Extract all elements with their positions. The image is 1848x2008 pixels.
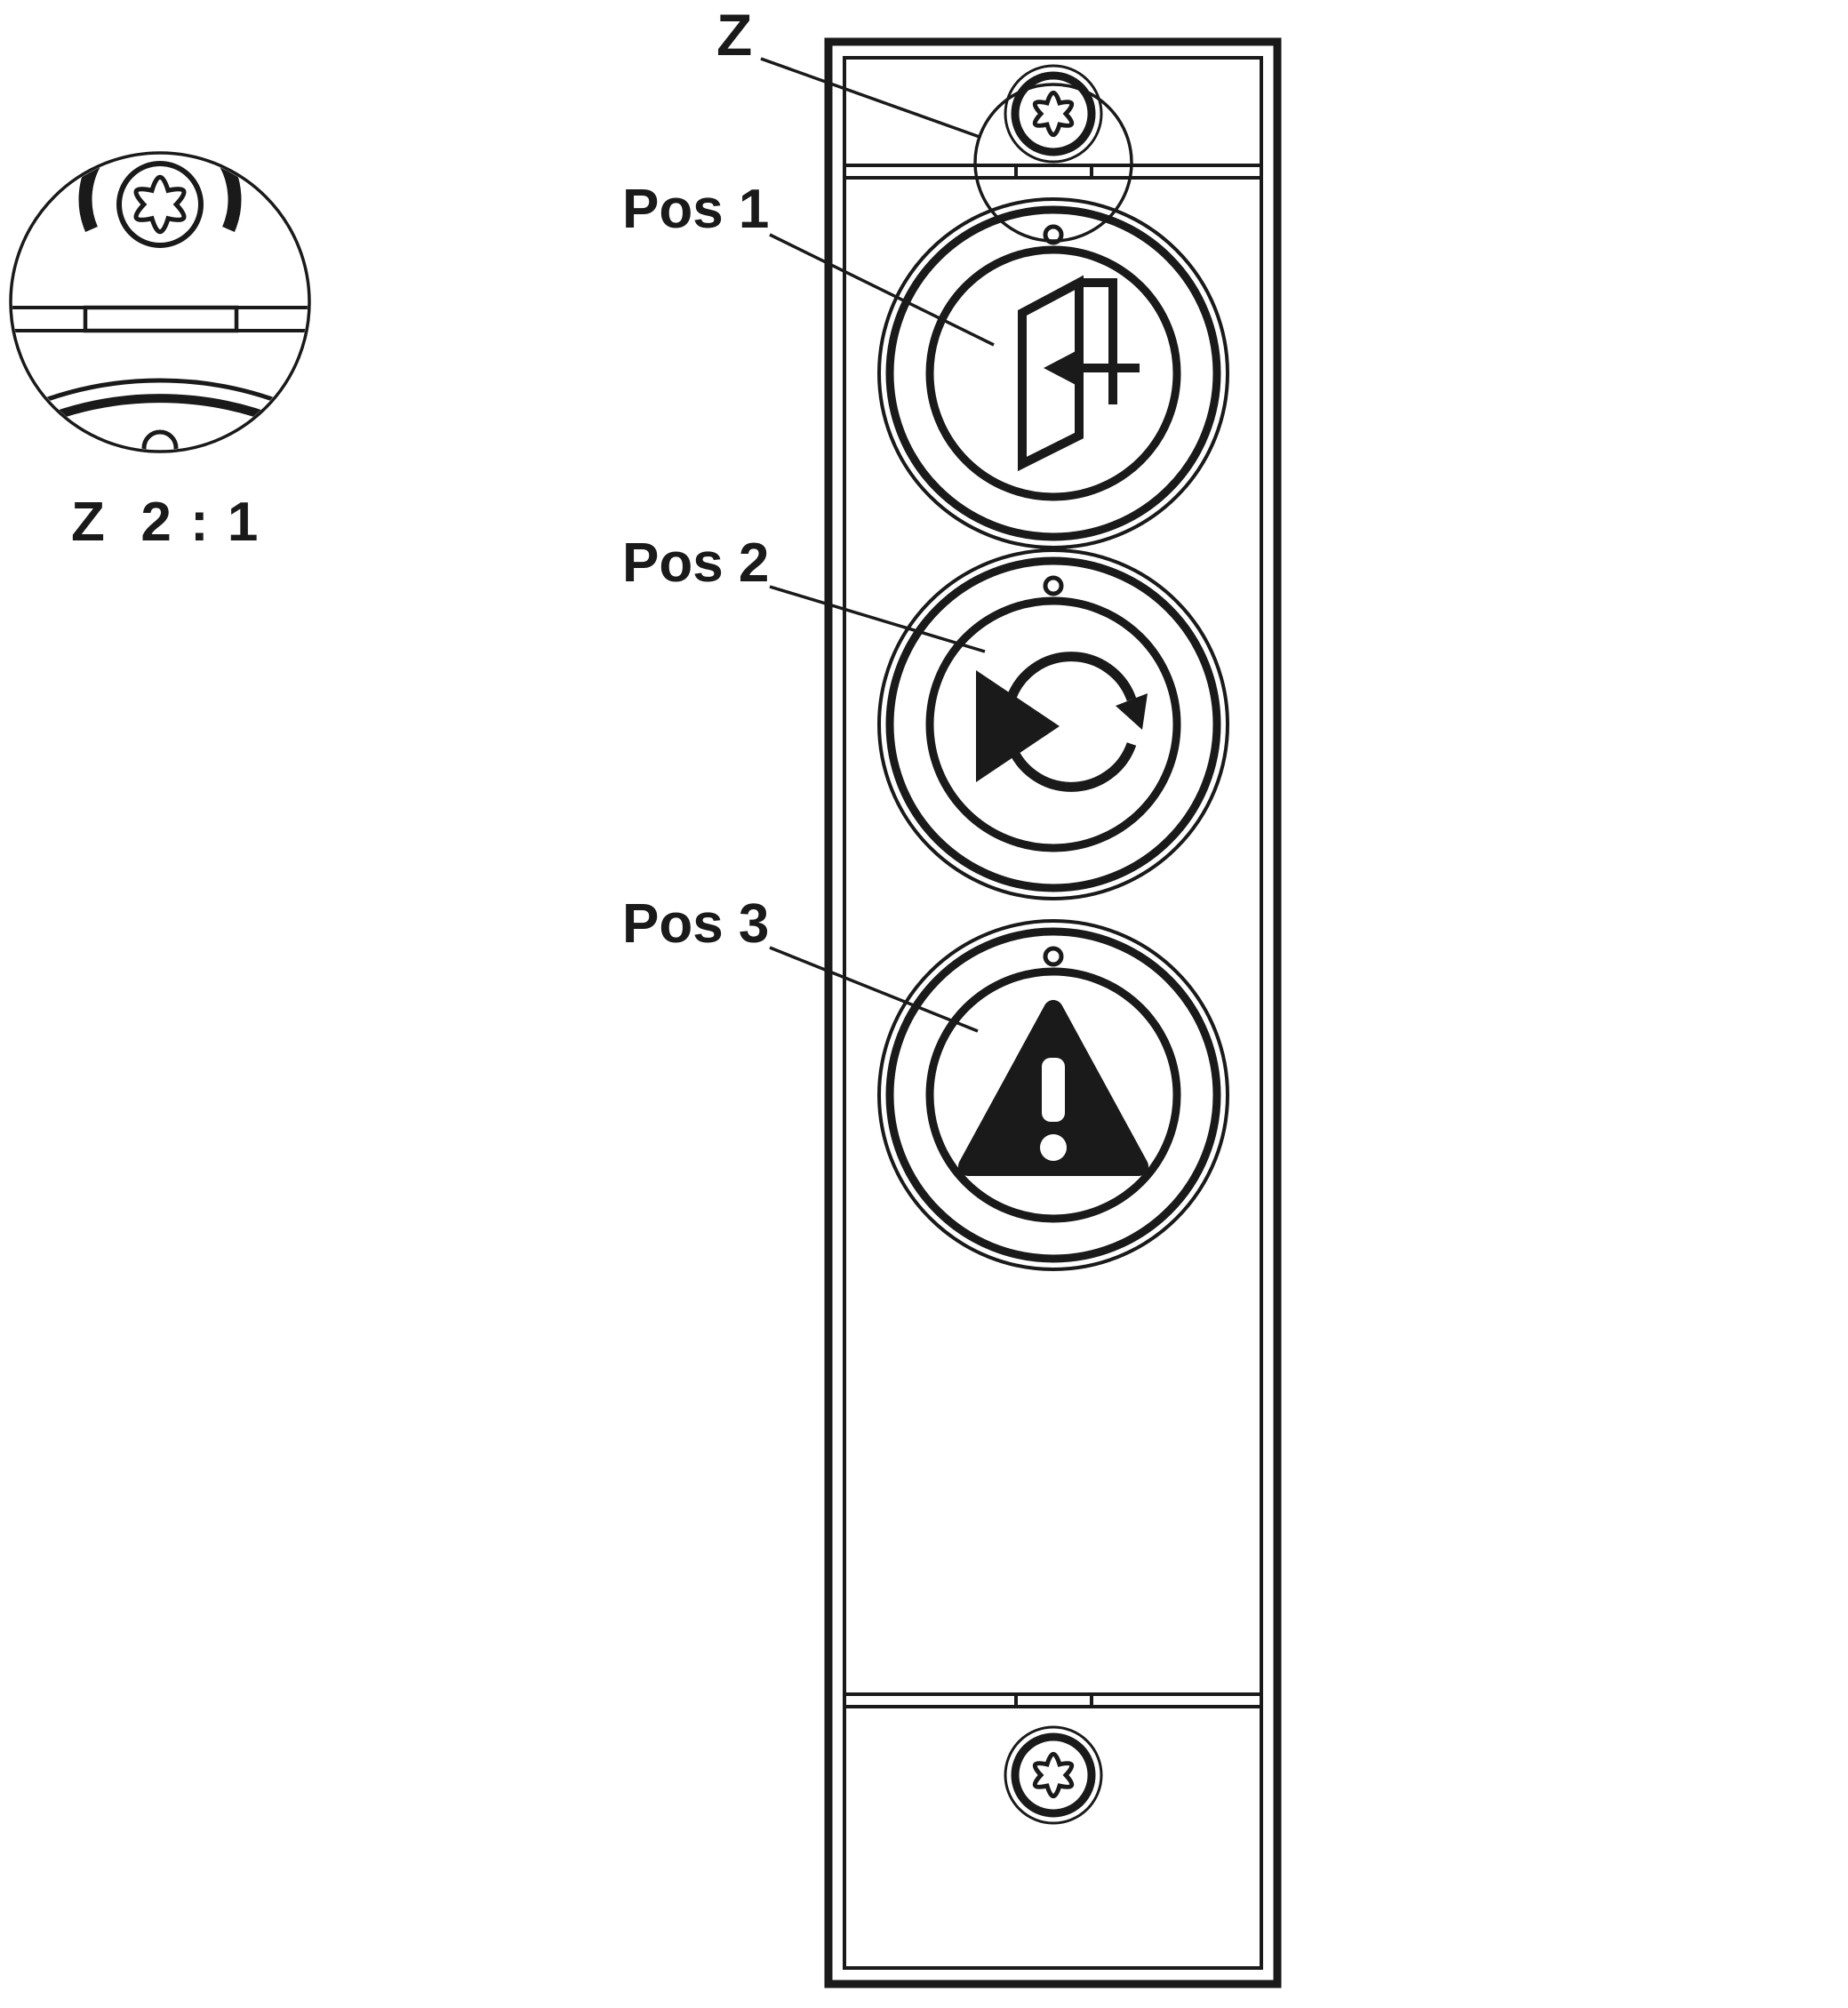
orientation-dot — [1043, 224, 1064, 245]
door-enter-icon — [1018, 275, 1140, 472]
orientation-dot — [1043, 946, 1064, 967]
button-face-arc — [89, 456, 231, 466]
panel-joint-bottom — [844, 1692, 1261, 1708]
torx-screw-icon — [1004, 64, 1103, 164]
warning-icon — [958, 1000, 1148, 1176]
orientation-dot — [141, 429, 179, 450]
label-pos1: Pos 1 — [622, 179, 769, 240]
orientation-dot — [1043, 575, 1064, 596]
detail-view-caption: Z 2 : 1 — [71, 492, 260, 553]
leader-line-pos1 — [769, 233, 995, 347]
button-pos2 — [877, 548, 1229, 900]
leader-line-z — [760, 57, 980, 139]
label-pos2: Pos 2 — [622, 532, 769, 594]
detail-marker-label: Z — [716, 2, 752, 68]
torx-screw-icon — [116, 161, 204, 248]
torx-screw-icon — [1004, 1725, 1103, 1825]
joint-tab — [1014, 1692, 1093, 1708]
panel — [824, 37, 1282, 1988]
button-bezel-arc — [34, 394, 286, 428]
label-pos3: Pos 3 — [622, 893, 769, 955]
button-pos3 — [877, 919, 1229, 1271]
panel-joint-top — [844, 164, 1261, 180]
button-bezel-arc — [26, 378, 294, 410]
screw-recess-arc — [78, 155, 242, 232]
detail-callout-circle — [973, 83, 1133, 243]
button-pos1 — [877, 197, 1229, 549]
panel-inner-outline — [843, 56, 1263, 1970]
detail-view — [9, 151, 311, 466]
leader-line-pos3 — [769, 946, 979, 1033]
auto-cycle-icon — [976, 652, 1148, 792]
joint-tab — [1014, 164, 1093, 180]
leader-line-pos2 — [769, 585, 986, 653]
joint-tab — [83, 305, 239, 333]
